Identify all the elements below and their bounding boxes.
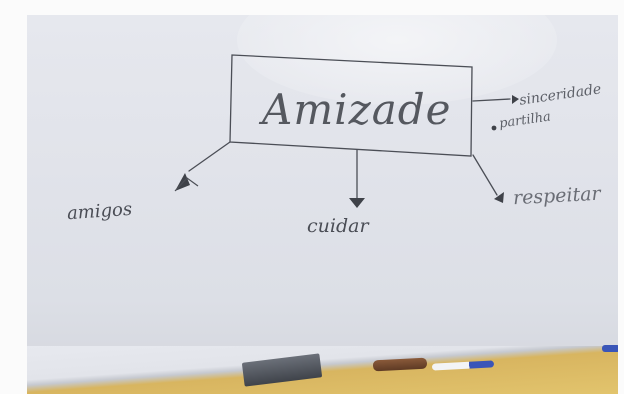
branch-cuidar: cuidar (307, 215, 369, 237)
branch-line-sinceridade (472, 98, 511, 102)
blue-marker-cap (602, 345, 618, 352)
arrow-respeitar (494, 192, 504, 203)
arrow-sinceridade (512, 95, 519, 104)
whiteboard-tray (27, 346, 618, 394)
arrow-cuidar (349, 198, 365, 208)
branch-respeitar: respeitar (512, 182, 602, 210)
branch-line-amigos (188, 141, 231, 172)
bullet-partilha (491, 125, 497, 131)
branch-line-respeitar (472, 154, 498, 196)
arrow-amigos-outline (174, 177, 199, 192)
center-box (229, 54, 473, 157)
whiteboard-photo: Amizade amigos cuidar respeitar sincerid… (27, 15, 618, 394)
center-word: Amizade (262, 85, 452, 134)
mind-map-ink (174, 54, 519, 208)
